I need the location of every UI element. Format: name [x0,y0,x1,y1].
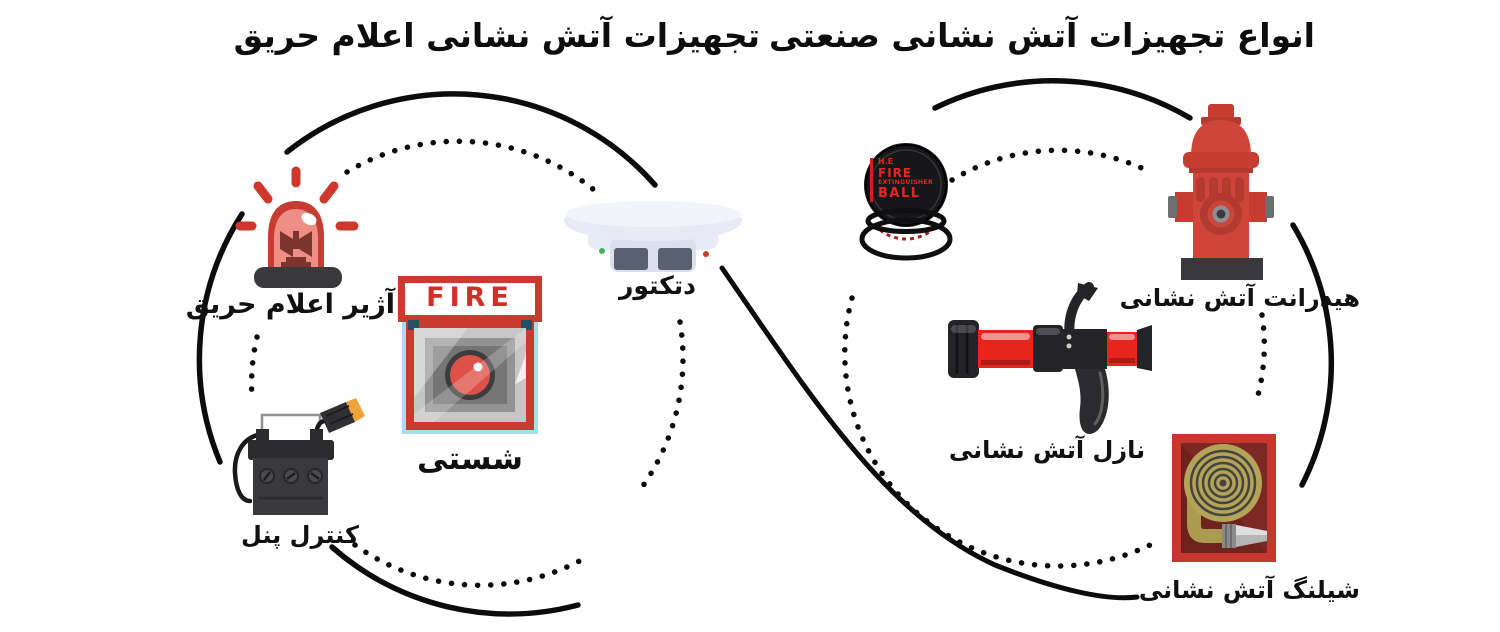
siren-label: آژیر اعلام حریق [185,289,395,320]
hydrant-label: هیدرانت آتش نشانی [1119,284,1360,312]
hose-coil-rings [1189,449,1257,517]
circle-connector-line [719,265,1140,601]
fire-sign-text: FIRE [426,282,514,313]
fire-nozzle-icon [948,282,1152,434]
right-ring-dotted-arcs [842,147,1268,569]
detector-label: دتکتور [618,271,697,300]
smoke-detector-icon [564,201,742,272]
left-ring-dotted-arcs [248,138,686,588]
fire-call-point-icon [398,276,542,434]
right-ring-solid-arcs [932,78,1335,488]
fire-hose-reel-icon [1172,434,1276,562]
left-group-title: تجهیزات آتش نشانی اعلام حریق [233,16,760,55]
ball-stand [859,208,953,261]
callpoint-label: شستی [416,441,524,477]
nozzle-label: نازل آتش نشانی [948,436,1146,464]
left-ring-solid-arcs [196,91,658,617]
fire-extinguisher-ball-icon [859,143,953,261]
siren-glow-dashes [235,166,359,231]
control-panel-icon [232,398,365,515]
hose-label: شیلنگ آتش نشانی [1138,576,1360,604]
panel-label: کنترل پنل [241,521,359,549]
panel-screws [259,468,323,484]
fire-hydrant-icon [1168,104,1274,280]
fire-siren-icon [235,166,359,288]
ball-label-text: H.E FIRE EXTINGUISHER BALL [870,157,946,202]
right-group-title: انواع تجهیزات آتش نشانی صنعتی [769,16,1315,55]
